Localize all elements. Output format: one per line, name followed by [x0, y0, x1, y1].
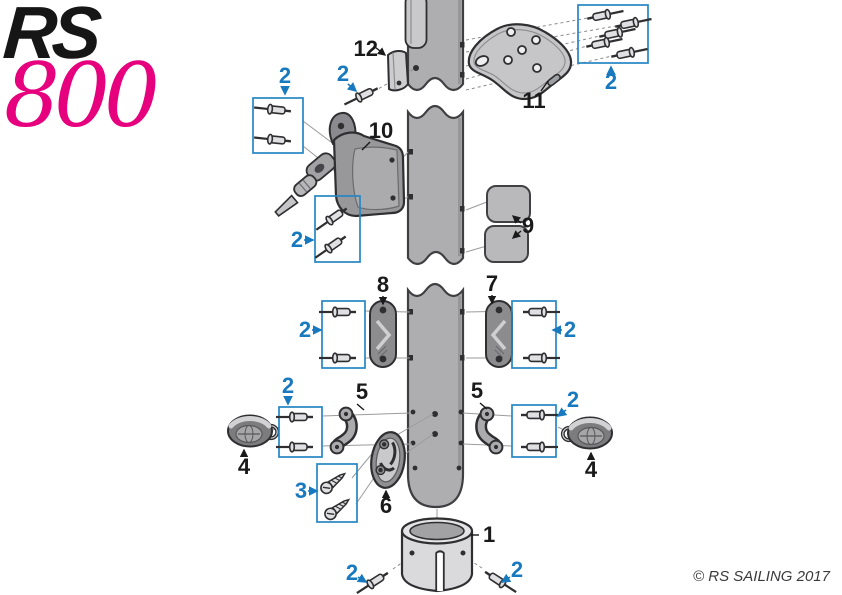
label-3-screws: 3 — [295, 478, 307, 503]
label-4-left: 4 — [238, 454, 251, 479]
logo-brand-text: RS — [1, 0, 104, 74]
part-1-base-collar — [400, 517, 474, 593]
collar-split — [436, 553, 444, 591]
label-1: 1 — [483, 522, 495, 547]
mast-tube — [404, 0, 465, 509]
fastener-box-plate-rivets — [577, 4, 654, 64]
copyright-text: © RS SAILING 2017 — [693, 568, 831, 585]
part-7-fairlead-right — [484, 299, 514, 369]
label-2-base-right: 2 — [511, 557, 523, 582]
label-6: 6 — [380, 493, 392, 518]
label-2-saddle-left: 2 — [282, 373, 294, 398]
part-11-masthead-plate — [467, 23, 573, 101]
gooseneck-plunger-barrel — [293, 174, 318, 197]
fastener-box-saddle-left — [274, 406, 323, 458]
fastener-box-angled-rivets — [311, 195, 361, 263]
label-8: 8 — [377, 272, 389, 297]
label-4-right: 4 — [585, 457, 598, 482]
logo-model-text: 800 — [4, 44, 158, 147]
callout-labels: 12 11 10 9 8 7 5 5 4 4 6 1 2 2 2 2 — [238, 36, 617, 585]
label-5-right: 5 — [471, 378, 483, 403]
label-2-plate: 2 — [605, 69, 617, 94]
label-2-angled: 2 — [291, 227, 303, 252]
mast-rivet-holes — [408, 42, 465, 471]
label-2-base-left: 2 — [346, 560, 358, 585]
gooseneck-lug — [305, 152, 337, 182]
label-12: 12 — [354, 36, 378, 61]
plate-slot — [547, 73, 561, 87]
fastener-box-gooseneck-rivets — [252, 97, 304, 154]
mast-segment-middle — [406, 104, 465, 266]
part-8-fairlead-left — [368, 299, 398, 369]
label-2-fairlead-right: 2 — [564, 317, 576, 342]
rs800-logo: RS 800 — [1, 0, 164, 147]
label-5-left: 5 — [356, 379, 368, 404]
label-9: 9 — [522, 213, 534, 238]
mast-luff-groove — [404, 0, 428, 49]
gooseneck-plunger-handle — [274, 194, 299, 217]
label-7: 7 — [486, 271, 498, 296]
part-12-mast-cover — [386, 49, 410, 92]
mast-segment-bottom — [406, 282, 465, 509]
label-2-fairlead-left: 2 — [299, 317, 311, 342]
plate-holes — [474, 27, 542, 73]
label-10: 10 — [369, 118, 393, 143]
label-2-gooseneck: 2 — [279, 63, 291, 88]
fastener-box-saddle-right — [511, 404, 560, 458]
label-2-saddle-right: 2 — [567, 387, 579, 412]
part-10-gooseneck-fitting — [274, 111, 406, 218]
label-11: 11 — [522, 88, 545, 113]
label-2-cover: 2 — [337, 61, 349, 86]
